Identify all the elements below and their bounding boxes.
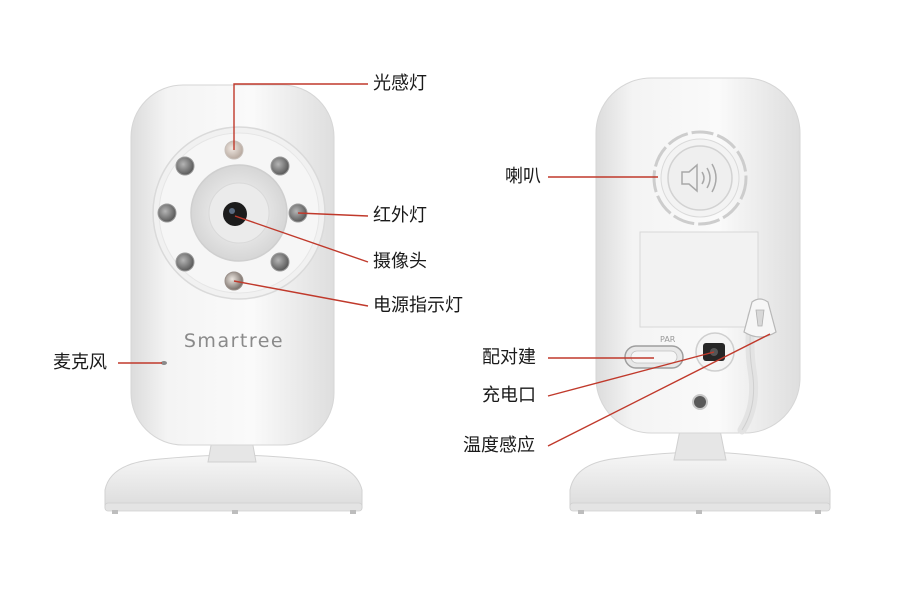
back-stand [569,429,831,514]
label-camera: 摄像头 [373,251,427,272]
callout-charging-port [547,351,715,397]
brand-logo: Smartree [184,330,284,352]
label-infrared-light: 红外灯 [373,205,427,226]
label-power-indicator: 电源指示灯 [373,295,463,316]
audio-jack [692,394,708,410]
back-camera: PAR [569,77,831,514]
label-temperature-sensor: 温度感应 [463,435,535,456]
callout-lines [118,83,771,447]
temperature-sensor [737,298,777,435]
label-microphone: 麦克风 [53,352,107,373]
camera-lens [223,202,247,226]
ir-led [270,156,290,176]
front-camera: Smartree [104,84,363,514]
callout-camera [234,215,369,263]
callout-light-sensor [233,83,368,150]
label-light-sensor: 光感灯 [373,73,427,94]
label-speaker: 喇叭 [505,166,541,187]
front-stand [104,439,363,514]
speaker-icon [681,163,717,193]
ir-led [175,252,195,272]
ir-led [175,156,195,176]
microphone-hole [161,361,167,365]
label-pair-button: 配对建 [482,347,536,368]
label-panel [639,231,759,328]
ir-led [157,203,177,223]
callout-power-indicator [233,280,369,307]
speaker-grille [652,130,748,226]
infrared-leds [157,156,308,272]
callout-temperature-sensor [547,333,771,447]
charging-port[interactable] [695,332,735,372]
label-charging-port: 充电口 [482,385,536,406]
callout-infrared-light [297,212,369,217]
pair-text: PAR [660,335,676,344]
ir-led [270,252,290,272]
